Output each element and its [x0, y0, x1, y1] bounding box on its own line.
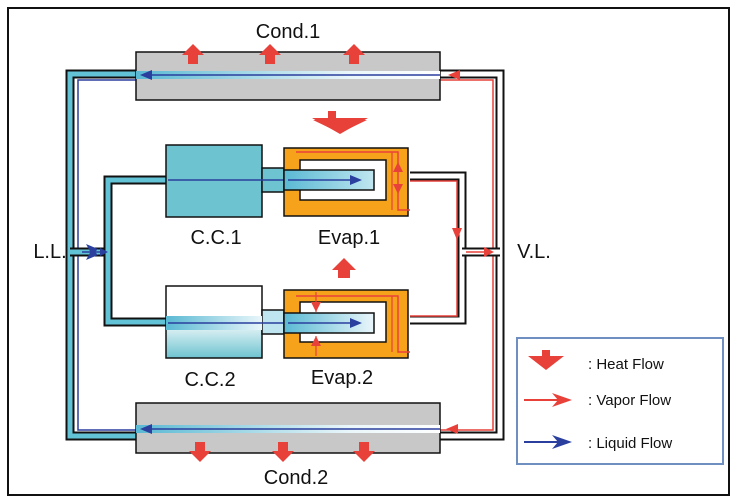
vapor-arrow-into-cond1	[448, 70, 460, 80]
compensation-chamber-2	[165, 285, 362, 359]
label-vapor-line: V.L.	[517, 241, 551, 263]
label-cc2: C.C.2	[184, 369, 235, 391]
condenser-1	[135, 44, 460, 101]
label-evap2: Evap.2	[311, 367, 373, 389]
heat-arrow-evap2-out-icon	[332, 258, 356, 278]
legend-liquid-flow-label: : Liquid Flow	[588, 435, 672, 452]
label-cond2: Cond.2	[264, 467, 329, 489]
heat-arrow-icon	[343, 44, 365, 64]
label-cc1: C.C.1	[190, 227, 241, 249]
heat-arrow-icon	[182, 44, 204, 64]
legend-heat-flow-label: : Heat Flow	[588, 356, 664, 373]
inner-vapor-lines	[410, 171, 500, 325]
vapor-arrow-into-cond2	[446, 424, 458, 434]
legend-heat-flow-icon	[528, 350, 564, 370]
label-cond1: Cond.1	[256, 21, 321, 43]
legend: : Heat Flow : Vapor Flow : Liquid Flow	[516, 337, 724, 465]
condenser-2	[135, 402, 458, 462]
heat-arrow-icon	[272, 442, 294, 462]
inner-liquid-lines	[70, 175, 166, 327]
legend-vapor-flow-icon	[552, 393, 572, 407]
legend-vapor-flow-label: : Vapor Flow	[588, 392, 671, 409]
heat-arrow-icon	[259, 44, 281, 64]
heat-input-arrow-evap1-icon	[313, 120, 367, 133]
legend-liquid-flow-icon	[552, 435, 572, 449]
heat-arrow-icon	[353, 442, 375, 462]
heat-arrow-icon	[189, 442, 211, 462]
label-liquid-line: L.L.	[33, 241, 66, 263]
evaporator-2	[283, 289, 410, 359]
compensation-chamber-1	[165, 144, 362, 218]
label-evap1: Evap.1	[318, 227, 380, 249]
